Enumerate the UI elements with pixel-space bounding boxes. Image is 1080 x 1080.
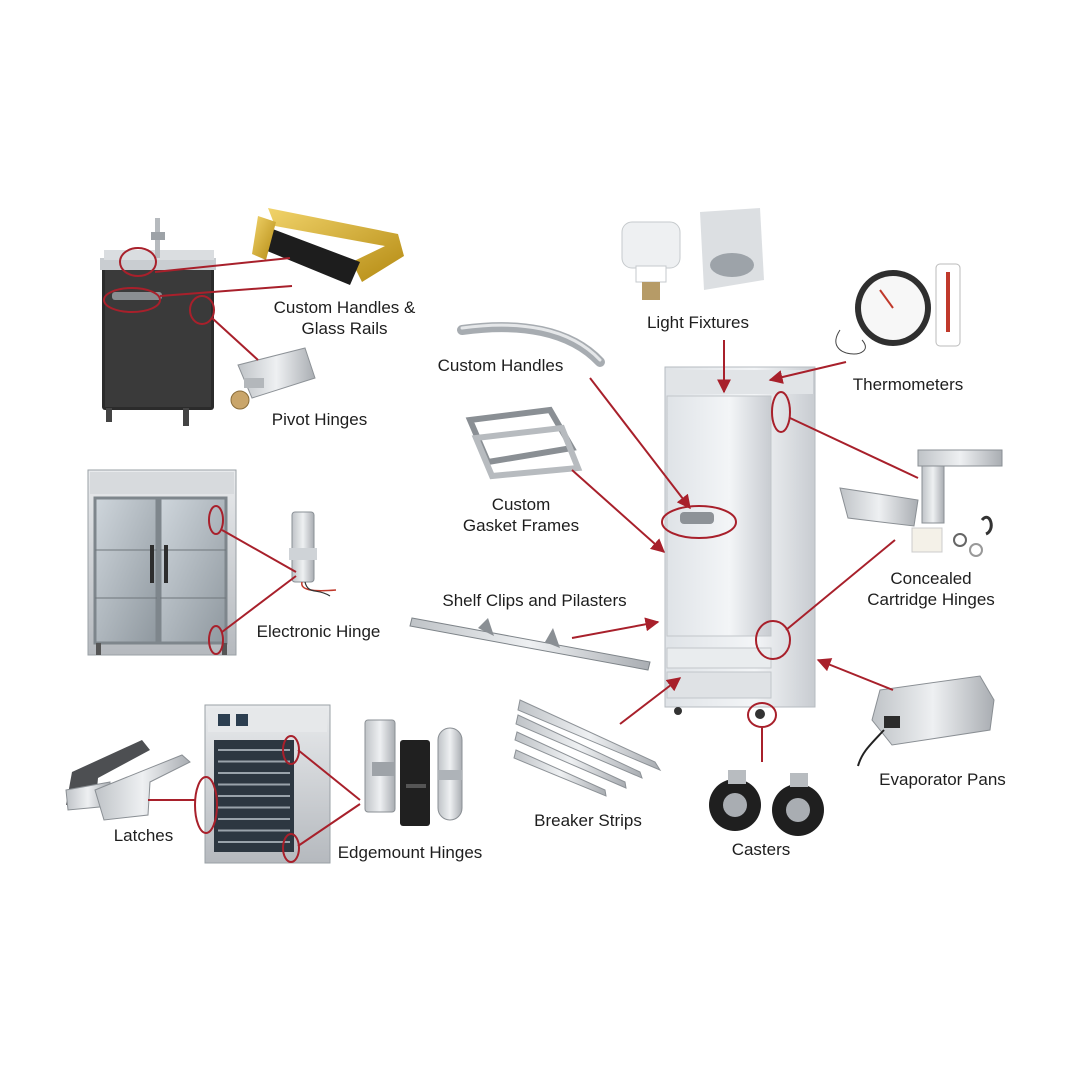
leader-gasket-frames — [571, 469, 666, 553]
leader-electronic-hinge-bottom — [221, 575, 297, 633]
label-custom-handles-glass-rails: Custom Handles & Glass Rails — [262, 297, 427, 339]
shelf-pilaster-image — [409, 617, 651, 671]
pivot-hinge-image — [230, 347, 316, 410]
callout-fridge-top-hinge — [771, 391, 791, 433]
label-custom-gasket-frames-line2: Gasket Frames — [462, 516, 580, 535]
leader-edgemount-bottom — [297, 803, 361, 847]
label-casters: Casters — [731, 840, 791, 859]
callout-edgemount-bottom — [282, 833, 300, 863]
custom-handle-bar-image — [457, 322, 605, 367]
callout-caster — [747, 702, 777, 728]
leader-pivot-hinge — [211, 317, 259, 361]
leader-thermometers — [768, 361, 847, 384]
leader-top-hinge — [789, 417, 919, 479]
gold-glass-rail-image — [252, 208, 404, 285]
label-concealed-cartridge-hinges-line1: Concealed — [890, 569, 972, 588]
leader-shelf-clips — [571, 617, 660, 639]
label-evaporator-pans: Evaporator Pans — [879, 770, 1006, 789]
label-light-fixtures: Light Fixtures — [646, 313, 750, 332]
leader-edgemount-top — [297, 749, 361, 801]
callout-faucet — [119, 247, 157, 277]
breaker-strips-image — [513, 699, 662, 797]
callout-latch — [194, 776, 218, 834]
beer-dispenser-image — [100, 218, 216, 426]
label-shelf-clips-pilasters: Shelf Clips and Pilasters — [442, 591, 627, 610]
callout-fridge-cartridge-hinge — [755, 620, 791, 660]
casters-image — [709, 770, 824, 836]
leader-lines — [148, 257, 919, 847]
leader-breaker-strips — [619, 677, 682, 725]
callout-ellipses — [103, 247, 791, 863]
label-pivot-hinges: Pivot Hinges — [271, 410, 368, 429]
leader-evaporator-pan — [816, 658, 894, 691]
evaporator-pan-image — [857, 675, 995, 767]
glass-door-refrigerator-image — [87, 469, 237, 656]
warmer-cabinet-image — [204, 704, 331, 864]
edgemount-hinges-image — [364, 719, 463, 826]
latch-image — [65, 740, 191, 821]
label-concealed-cartridge-hinges: Concealed Cartridge Hinges — [855, 568, 1007, 610]
leader-dispenser-handle — [159, 285, 293, 297]
leader-cartridge-hinge — [785, 539, 896, 631]
label-thermometers: Thermometers — [852, 375, 964, 394]
label-electronic-hinge: Electronic Hinge — [256, 622, 381, 641]
label-custom-gasket-frames: Custom Gasket Frames — [455, 494, 587, 536]
label-custom-gasket-frames-line1: Custom — [491, 495, 551, 514]
label-latches: Latches — [113, 826, 174, 845]
callout-electronic-hinge-bottom — [208, 625, 224, 655]
leader-glass-rail — [154, 257, 291, 273]
label-custom-handles-glass-rails-line1: Custom Handles & — [273, 298, 416, 317]
label-custom-handles: Custom Handles — [437, 356, 564, 375]
callout-dispenser-handle — [103, 287, 161, 313]
leader-custom-handles — [589, 377, 691, 510]
leader-electronic-hinge-top — [221, 529, 297, 573]
light-fixtures-image — [621, 208, 764, 300]
electronic-hinge-image — [289, 511, 337, 597]
concealed-hinges-image — [839, 449, 1003, 557]
label-breaker-strips: Breaker Strips — [534, 811, 642, 830]
label-edgemount-hinges: Edgemount Hinges — [337, 843, 483, 862]
gasket-frames-image — [465, 406, 583, 480]
label-custom-handles-glass-rails-line2: Glass Rails — [301, 319, 388, 338]
callout-dispenser-hinge — [189, 295, 215, 325]
callout-fridge-handle — [661, 505, 737, 539]
callout-electronic-hinge-top — [208, 505, 224, 535]
thermometers-image — [835, 263, 961, 355]
label-concealed-cartridge-hinges-line2: Cartridge Hinges — [867, 590, 995, 609]
